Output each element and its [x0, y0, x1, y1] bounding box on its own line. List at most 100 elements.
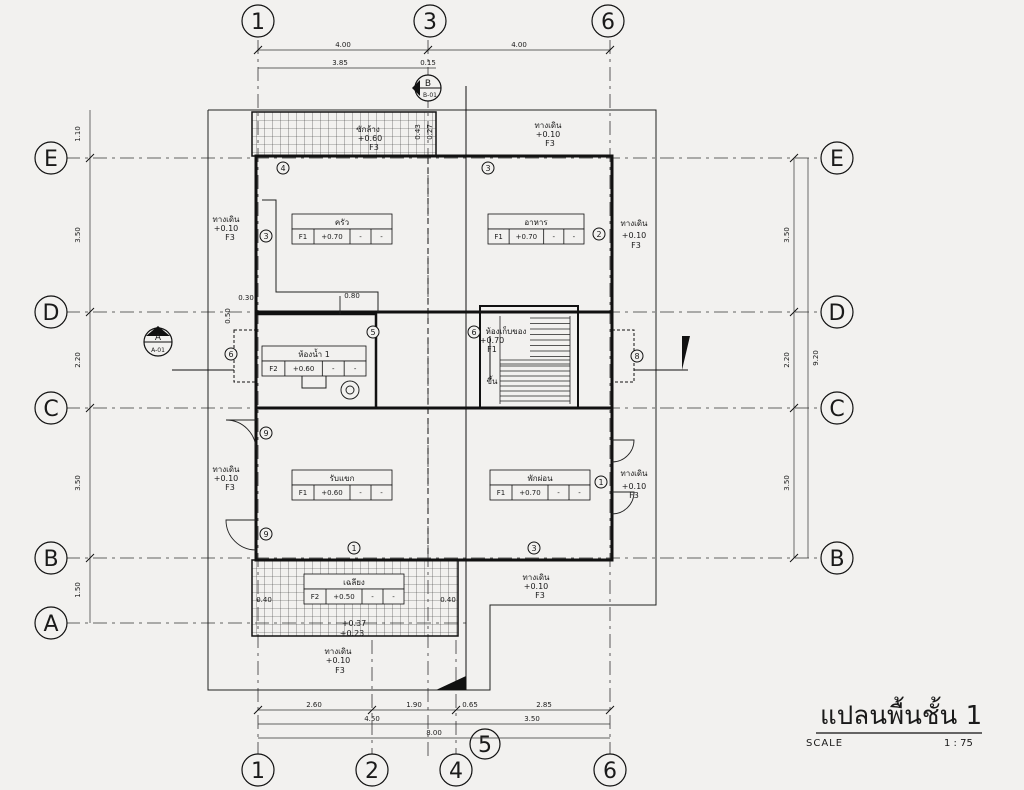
dim-bottom: 2.60: [306, 701, 322, 709]
room-label-text: เฉลียง: [343, 578, 365, 587]
svg-text:1: 1: [598, 478, 603, 487]
dim-top: 4.00: [335, 41, 351, 49]
grid-label: C: [829, 397, 844, 422]
dim-misc: 0.50: [224, 308, 232, 324]
walkway-label-top: ทางเดิน +0.10 F3: [534, 121, 562, 148]
grid-bubble-bottom-2: 2: [355, 753, 389, 787]
door-tag: 4: [276, 161, 290, 175]
dim-left: 3.50: [74, 475, 82, 491]
svg-text:F3: F3: [369, 143, 379, 152]
room-label-text: +0.60: [321, 489, 342, 497]
room-label-text: รับแขก: [330, 474, 355, 483]
svg-text:F3: F3: [225, 233, 235, 242]
grid-label: D: [43, 301, 60, 326]
room-label-text: F1: [299, 489, 307, 497]
room-label-table: ห้องน้ำ 1F2+0.60--: [261, 345, 367, 377]
store-room-label: ห้องเก็บของ +0.70 F1: [480, 326, 527, 354]
svg-text:ทางเดิน: ทางเดิน: [212, 215, 240, 224]
door-tag: 3: [481, 161, 495, 175]
dimension-lines: [89, 49, 809, 739]
door-tag: 6: [224, 347, 238, 361]
dim-misc: 0.30: [238, 294, 254, 302]
grid-bubble-right-E: E: [820, 141, 854, 175]
room-label-text: -: [552, 233, 555, 241]
grid-label: 2: [365, 759, 379, 784]
room-label-table: รับแขก F1 +0.60 - -: [291, 469, 393, 501]
grid-bubble-right-D: D: [820, 295, 854, 329]
room-label-text: +0.70: [516, 233, 537, 241]
svg-text:ห้องเก็บของ: ห้องเก็บของ: [486, 326, 527, 336]
section-marker-a: A A-01: [143, 326, 173, 357]
svg-text:3: 3: [531, 544, 536, 553]
svg-text:+0.10: +0.10: [536, 130, 561, 139]
grid-bubble-bottom-5: 5: [469, 728, 501, 760]
room-label-text: -: [359, 489, 362, 497]
section-letter: A: [155, 333, 162, 343]
svg-text:+0.10: +0.10: [524, 582, 549, 591]
room-label-text: F1: [497, 489, 505, 497]
svg-text:F3: F3: [631, 241, 641, 250]
room-label-text: F1: [299, 233, 307, 241]
svg-text:ซักล้าง: ซักล้าง: [356, 125, 380, 134]
svg-text:ทางเดิน: ทางเดิน: [212, 465, 240, 474]
svg-text:2: 2: [596, 230, 601, 239]
room-label-text: -: [359, 233, 362, 241]
door-tag: 9: [259, 426, 273, 440]
room-label-text: ห้องน้ำ 1: [298, 348, 330, 359]
grid-label: E: [830, 147, 844, 172]
room-label-text: +0.70: [321, 233, 342, 241]
laundry-tiles: [251, 111, 437, 157]
grid-bubble-left-E: E: [34, 141, 68, 175]
room-label-text: -: [578, 489, 581, 497]
room-label-text: +0.60: [293, 365, 314, 373]
stair: [499, 316, 571, 404]
door-tag: 2: [592, 227, 606, 241]
step-level: +0.37: [342, 619, 367, 628]
dim-bottom: 0.65: [462, 701, 478, 709]
svg-text:3: 3: [485, 164, 490, 173]
room-label-text: -: [557, 489, 560, 497]
room-label-text: -: [380, 489, 383, 497]
room-label-text: F1: [494, 233, 502, 241]
svg-text:F1: F1: [487, 345, 497, 354]
svg-text:+0.10: +0.10: [214, 224, 239, 233]
room-label-text: +0.50: [333, 593, 354, 601]
room-label-text: -: [573, 233, 576, 241]
walkway-label-bottom-right: ทางเดิน +0.10 F3: [522, 573, 550, 600]
room-label-text: -: [354, 365, 357, 373]
walkway-label-bottom: ทางเดิน +0.10 F3: [324, 647, 352, 675]
drawing-title: แปลนพื้นชั้น 1: [820, 696, 982, 731]
grid-label: 1: [251, 10, 265, 35]
dim-left: 3.50: [74, 227, 82, 243]
grid-bubble-left-C: C: [34, 391, 68, 425]
svg-text:8: 8: [634, 352, 639, 361]
section-ref: A-01: [151, 347, 165, 354]
svg-text:9: 9: [263, 530, 268, 539]
walkway-label-right-lower: ทางเดิน +0.10 F3: [620, 469, 648, 500]
dim-right: 9.20: [812, 350, 820, 366]
svg-text:1: 1: [351, 544, 356, 553]
svg-text:+0.10: +0.10: [214, 474, 239, 483]
dim-bottom: 1.90: [406, 701, 422, 709]
svg-text:F3: F3: [335, 666, 345, 675]
svg-text:F3: F3: [629, 491, 639, 500]
svg-text:5: 5: [370, 328, 375, 337]
dim-bottom: 8.00: [426, 729, 442, 737]
room-label-table: ครัวF1+0.70--: [291, 213, 393, 245]
svg-text:+0.10: +0.10: [622, 482, 647, 491]
dim-misc: 0.80: [344, 292, 360, 300]
dim-right: 3.50: [783, 475, 791, 491]
door-tag: 1: [594, 475, 608, 489]
grid-lines: [66, 40, 822, 760]
grid-label: C: [43, 397, 58, 422]
grid-bubble-left-A: A: [34, 606, 68, 640]
grid-bubble-left-B: B: [34, 541, 68, 575]
svg-text:F3: F3: [535, 591, 545, 600]
room-label-text: +0.70: [519, 489, 540, 497]
grid-label: D: [829, 301, 846, 326]
kitchen-counter: [262, 199, 379, 312]
section-marker-b: B B-01: [412, 74, 442, 102]
